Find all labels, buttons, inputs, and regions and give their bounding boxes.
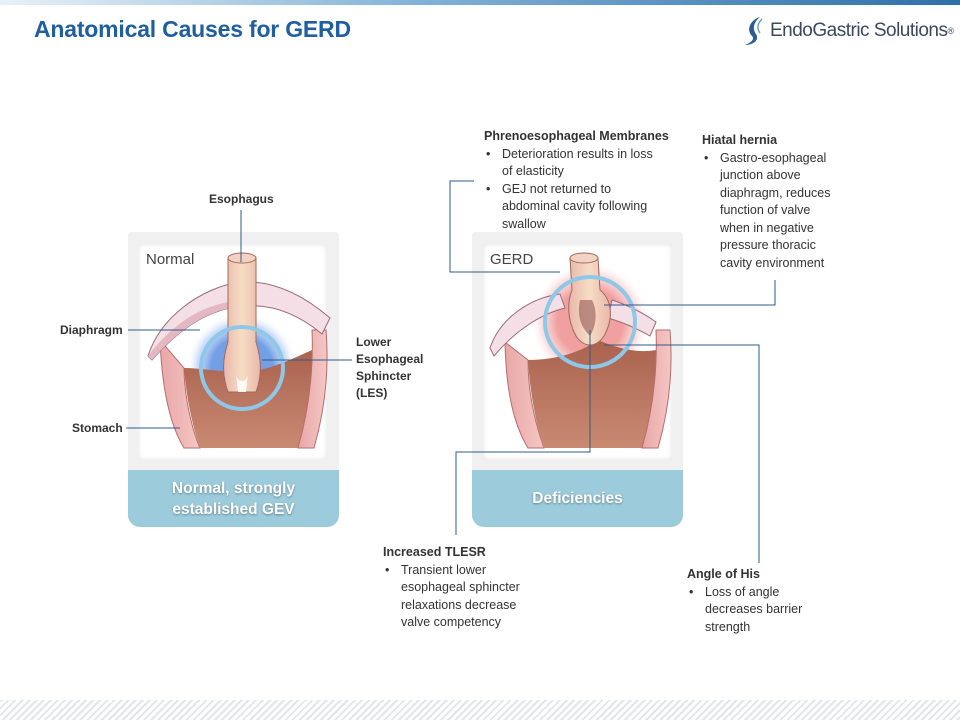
normal-les-ring (199, 325, 285, 411)
note-tlesr-bullet: Transient lower esophageal sphincter rel… (383, 562, 520, 632)
gerd-panel-label: GERD (490, 251, 534, 268)
label-les-line4: (LES) (356, 386, 388, 400)
normal-stomach (184, 350, 312, 448)
note-his-heading: Angle of His (687, 567, 760, 581)
label-stomach: Stomach (72, 421, 123, 435)
normal-anatomy (147, 252, 331, 449)
gerd-leader-lines (449, 180, 776, 563)
label-les-line3: Sphincter (356, 369, 412, 383)
note-phrenoesophageal: Phrenoesophageal Membranes Deterioration… (484, 128, 669, 233)
note-his-line2: decreases barrier (705, 602, 803, 616)
note-his-line3: strength (705, 619, 751, 634)
note-phreno-bullet-1: Deterioration results in loss of elastic… (484, 146, 669, 181)
top-accent-bar (0, 0, 960, 5)
logo-text: EndoGastric Solutions (770, 20, 948, 41)
note-hiatal-line4: function of valve (720, 203, 811, 217)
leader-hiatal (604, 280, 776, 306)
note-hiatal-hernia: Hiatal hernia Gastro-esophageal junction… (702, 132, 830, 272)
note-phreno-bullet-2: GEJ not returned to abdominal cavity fol… (484, 181, 669, 234)
note-his-bullet: Loss of angle decreases barrier strength (687, 584, 802, 637)
label-diaphragm: Diaphragm (60, 323, 123, 337)
note-hiatal-line6: pressure thoracic (720, 238, 816, 252)
note-his-line1: Loss of angle (705, 584, 780, 599)
note-hiatal-line7: cavity environment (720, 255, 825, 270)
label-les: Lower Esophageal Sphincter (LES) (356, 334, 423, 402)
note-hiatal-line3: diaphragm, reduces (720, 185, 831, 200)
label-esophagus: Esophagus (209, 192, 274, 206)
note-tlesr-line2: esophageal sphincter (401, 580, 520, 594)
label-les-line1: Lower (356, 335, 392, 349)
note-phreno-heading: Phrenoesophageal Membranes (484, 129, 669, 143)
note-phreno-b2-line1: GEJ not returned to (502, 181, 612, 196)
leader-tlesr (455, 330, 591, 535)
note-hiatal-heading: Hiatal hernia (702, 133, 778, 147)
note-tlesr-line1: Transient lower (401, 562, 486, 577)
logo-swirl-icon (745, 17, 763, 45)
gerd-diaphragm-right (607, 299, 657, 337)
normal-caption: Normal, strongly established GEV (128, 470, 339, 527)
gerd-caption: Deficiencies (472, 470, 683, 527)
gerd-stomach (528, 340, 656, 448)
normal-leader-lines (126, 210, 352, 429)
note-phreno-b1-line1: Deterioration results in loss (502, 146, 653, 161)
logo-registered-mark: ® (947, 26, 955, 36)
company-logo: EndoGastric Solutions® (742, 14, 954, 48)
note-hiatal-line1: Gastro-esophageal (720, 150, 827, 165)
normal-caption-line1: Normal, strongly (171, 479, 296, 497)
normal-panel-label: Normal (146, 251, 195, 268)
note-increased-tlesr: Increased TLESR Transient lower esophage… (383, 544, 520, 632)
note-phreno-b2-line3: swallow (502, 216, 546, 231)
note-phreno-b2-line2: abdominal cavity following (502, 199, 648, 213)
note-tlesr-line3: relaxations decrease (401, 597, 517, 612)
normal-caption-line2: established GEV (172, 500, 295, 518)
normal-diaphragm (147, 281, 331, 361)
note-hiatal-line5: when in negative (720, 220, 814, 235)
slide-title: Anatomical Causes for GERD (34, 16, 351, 42)
leader-his (604, 344, 760, 563)
bottom-decorative-stripe (0, 700, 960, 720)
leader-phreno (449, 180, 560, 273)
note-tlesr-line4: valve competency (401, 615, 502, 629)
note-hiatal-bullet: Gastro-esophageal junction above diaphra… (702, 150, 830, 273)
gerd-anatomy (489, 252, 672, 449)
label-les-line2: Esophageal (356, 352, 424, 366)
note-phreno-b1-line2: of elasticity (502, 164, 564, 178)
note-hiatal-line2: junction above (720, 168, 801, 182)
note-angle-of-his: Angle of His Loss of angle decreases bar… (687, 566, 802, 636)
note-tlesr-heading: Increased TLESR (383, 545, 486, 559)
